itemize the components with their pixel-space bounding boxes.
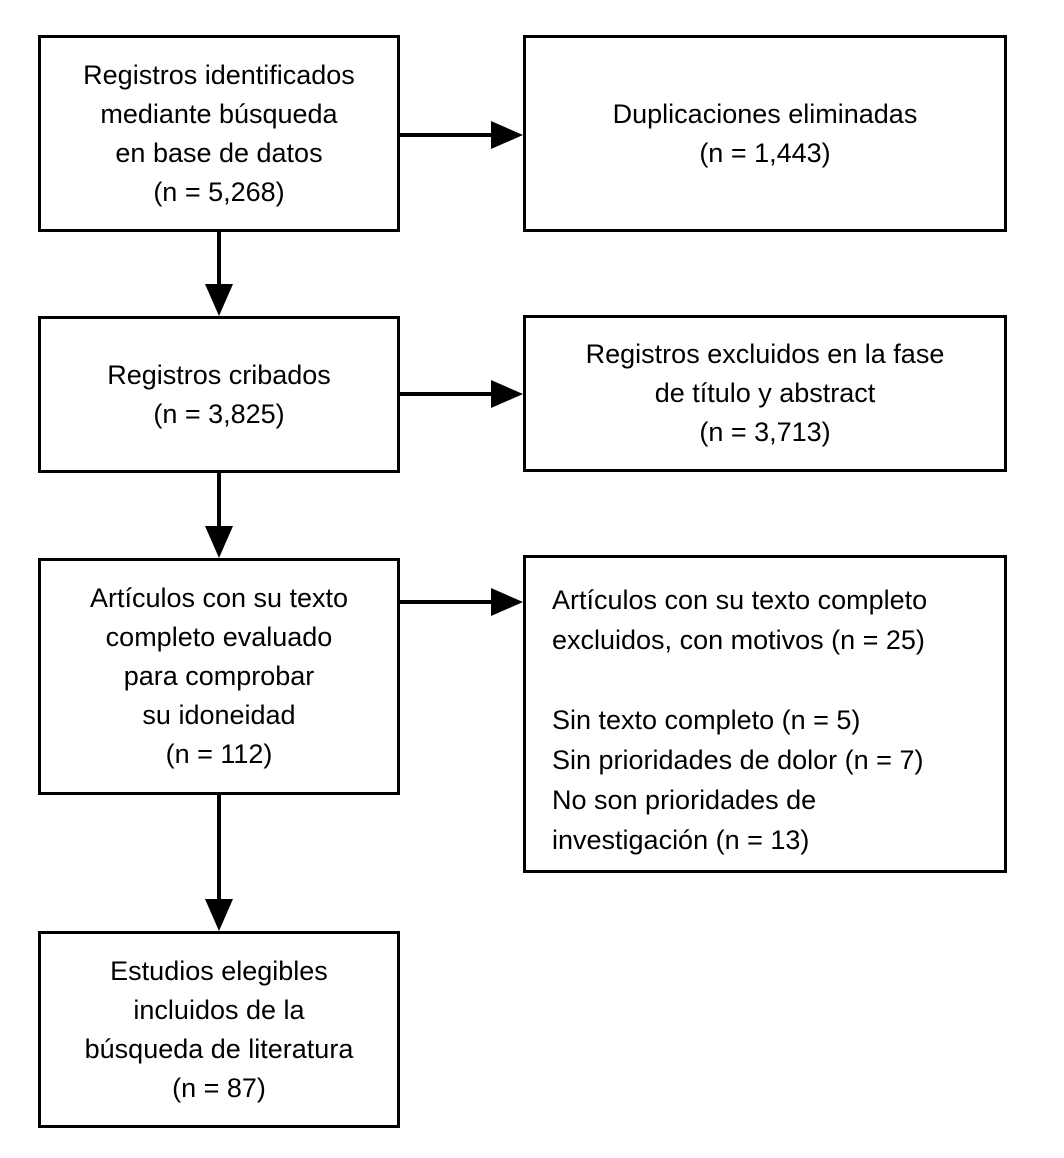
duplicates-removed-text: Duplicaciones eliminadas (n = 1,443) — [612, 98, 918, 168]
box-fulltext-assessed: Artículos con su texto completo evaluado… — [38, 558, 400, 795]
records-screened-text: Registros cribados (n = 3,825) — [107, 359, 331, 429]
arrow-down-icon — [205, 232, 233, 316]
box-records-screened: Registros cribados (n = 3,825) — [38, 316, 400, 473]
arrow-right-icon — [400, 121, 523, 149]
arrow-down-icon — [205, 795, 233, 931]
records-identified-text: Registros identificados mediante búsqued… — [83, 59, 355, 207]
arrow-right-icon — [400, 380, 523, 408]
box-records-identified: Registros identificados mediante búsqued… — [38, 35, 400, 232]
arrow-right-icon — [400, 588, 523, 616]
excluded-title-abstract-text: Registros excluidos en la fase de título… — [585, 339, 945, 447]
box-duplicates-removed: Duplicaciones eliminadas (n = 1,443) — [523, 35, 1007, 232]
box-fulltext-excluded: Artículos con su texto completo excluido… — [523, 555, 1007, 873]
box-studies-included: Estudios elegibles incluidos de la búsqu… — [38, 931, 400, 1128]
fulltext-excluded-text: Artículos con su texto completo excluido… — [552, 585, 928, 855]
arrow-down-icon — [205, 473, 233, 558]
fulltext-assessed-text: Artículos con su texto completo evaluado… — [89, 583, 349, 769]
studies-included-text: Estudios elegibles incluidos de la búsqu… — [84, 955, 354, 1103]
box-excluded-title-abstract: Registros excluidos en la fase de título… — [523, 315, 1007, 472]
